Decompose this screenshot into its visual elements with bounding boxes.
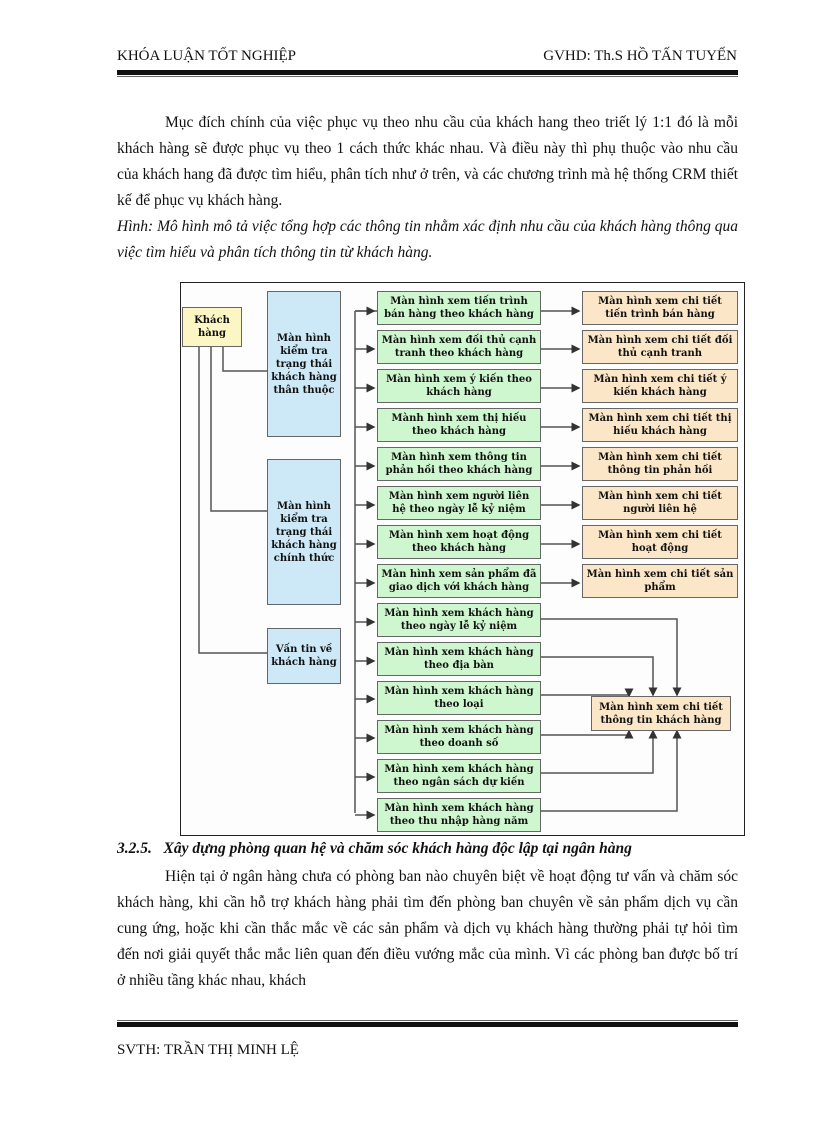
diagram-l2-item: Màn hình xem khách hàng theo ngân sách d…	[377, 759, 541, 793]
intro-text: Mục đích chính của việc phục vụ theo nhu…	[117, 114, 738, 209]
body-text: Hiện tại ở ngân hàng chưa có phòng ban n…	[117, 868, 738, 989]
header-advisor: GVHD: Th.S HỒ TẤN TUYẾN	[543, 48, 737, 64]
diagram-l3-item: Màn hình xem chi tiết thị hiếu khách hàn…	[582, 408, 738, 442]
diagram-l2-item: Màn hình xem khách hàng theo ngày lễ kỷ …	[377, 603, 541, 637]
diagram-l2-item: Màn hình xem khách hàng theo doanh số	[377, 720, 541, 754]
header-rule-thin	[117, 76, 738, 77]
diagram-l1-status-official: Màn hình kiểm tra trạng thái khách hàng …	[267, 459, 341, 605]
footer-student: SVTH: TRẦN THỊ MINH LỆ	[117, 1042, 299, 1058]
diagram-l3-item: Màn hình xem chi tiết tiến trình bán hàn…	[582, 291, 738, 325]
diagram-l3-item: Màn hình xem chi tiết hoạt động	[582, 525, 738, 559]
diagram-l3-item: Màn hình xem chi tiết sản phẩm	[582, 564, 738, 598]
diagram-l1-inquiry: Vấn tin về khách hàng	[267, 628, 341, 684]
diagram-l3-item: Màn hình xem chi tiết đối thủ cạnh tranh	[582, 330, 738, 364]
intro-paragraph: Mục đích chính của việc phục vụ theo nhu…	[117, 110, 738, 266]
diagram-l1-status-familiar: Màn hình kiểm tra trạng thái khách hàng …	[267, 291, 341, 437]
footer-rule-thin	[117, 1020, 738, 1021]
section-heading: 3.2.5. Xây dựng phòng quan hệ và chăm só…	[117, 840, 632, 857]
figure-caption: Hình: Mô hình mô tả việc tổng hợp các th…	[117, 218, 738, 261]
diagram-l2-item: Màn hình xem đối thủ cạnh tranh theo khá…	[377, 330, 541, 364]
diagram-l2-item: Màn hình xem tiến trình bán hàng theo kh…	[377, 291, 541, 325]
flow-diagram: Khách hàng Màn hình kiểm tra trạng thái …	[180, 282, 745, 836]
diagram-l2-item: Màn hình xem khách hàng theo loại	[377, 681, 541, 715]
header-rule	[117, 70, 738, 75]
diagram-l2-item: Mành hình xem thị hiếu theo khách hàng	[377, 408, 541, 442]
diagram-l3-item: Màn hình xem chi tiết người liên hệ	[582, 486, 738, 520]
diagram-l2-item: Màn hình xem thông tin phản hồi theo khá…	[377, 447, 541, 481]
diagram-l2-item: Màn hình xem người liên hệ theo ngày lễ …	[377, 486, 541, 520]
diagram-l3-customer-detail: Màn hình xem chi tiết thông tin khách hà…	[591, 696, 731, 731]
diagram-l2-item: Màn hình xem sản phẩm đã giao dịch với k…	[377, 564, 541, 598]
footer-rule	[117, 1022, 738, 1027]
connector-lines	[198, 306, 682, 820]
header-title: KHÓA LUẬN TỐT NGHIỆP	[117, 48, 297, 64]
body-paragraph: Hiện tại ở ngân hàng chưa có phòng ban n…	[117, 864, 738, 994]
diagram-l2-item: Màn hình xem ý kiến theo khách hàng	[377, 369, 541, 403]
diagram-l3-item: Màn hình xem chi tiết thông tin phản hồi	[582, 447, 738, 481]
diagram-l2-item: Màn hình xem khách hàng theo địa bàn	[377, 642, 541, 676]
diagram-root-customer: Khách hàng	[182, 307, 242, 347]
diagram-l3-item: Màn hình xem chi tiết ý kiến khách hàng	[582, 369, 738, 403]
diagram-l2-item: Màn hình xem hoạt động theo khách hàng	[377, 525, 541, 559]
diagram-l2-item: Màn hình xem khách hàng theo thu nhập hà…	[377, 798, 541, 832]
